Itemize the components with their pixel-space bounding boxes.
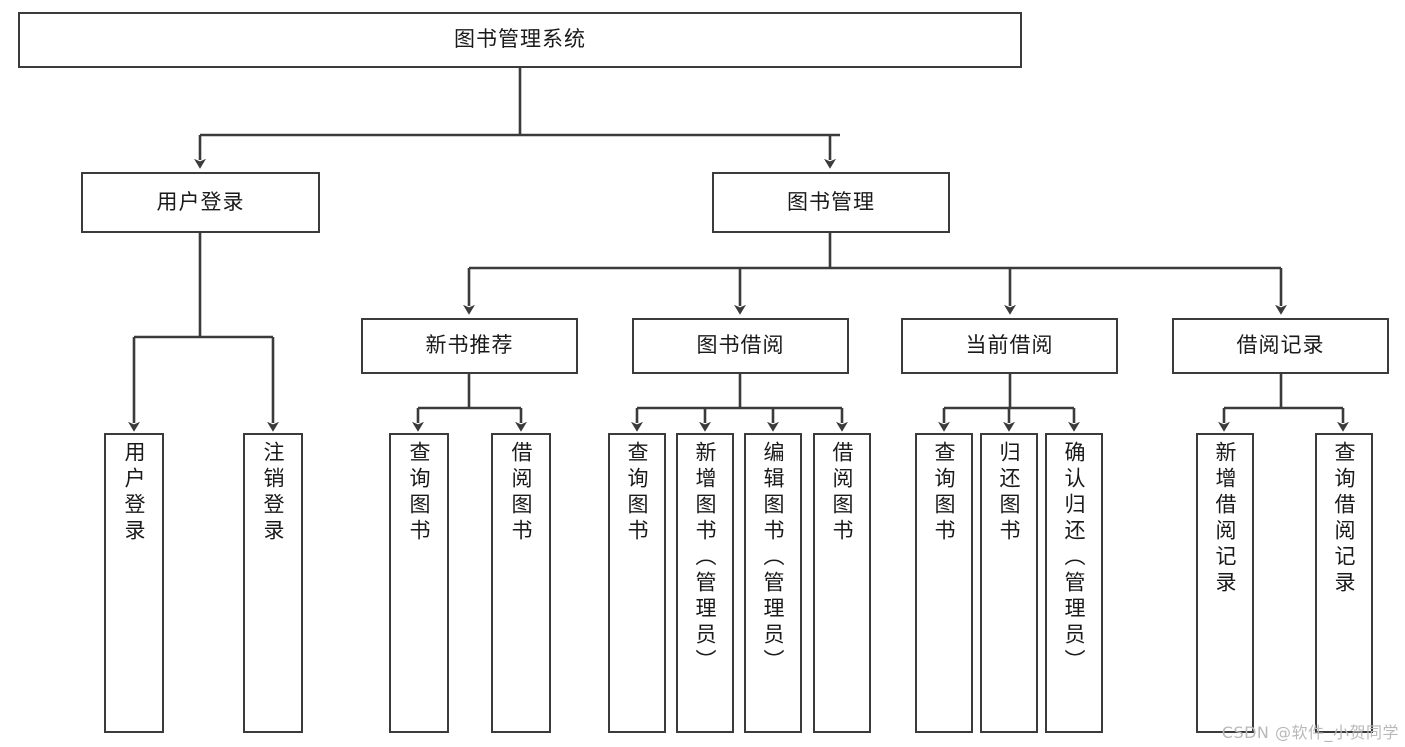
node-root[interactable]: 图书管理系统 (18, 12, 1022, 68)
node-new-book-recommend-label: 新书推荐 (425, 333, 514, 358)
leaf-borrow-record-1-label: 新增借阅记录 (1213, 441, 1238, 597)
node-book-borrow[interactable]: 图书借阅 (632, 318, 849, 374)
leaf-book-borrow-2-label: 新增图书（管理员） (693, 441, 718, 675)
leaf-current-borrow-3-label: 确认归还（管理员） (1062, 441, 1087, 675)
node-current-borrow[interactable]: 当前借阅 (901, 318, 1118, 374)
leaf-book-borrow-1-label: 查询图书 (625, 441, 650, 545)
leaf-borrow-record-1[interactable]: 新增借阅记录 (1196, 433, 1254, 733)
node-book-manage[interactable]: 图书管理 (712, 172, 950, 233)
node-current-borrow-label: 当前借阅 (965, 333, 1054, 358)
leaf-book-borrow-1[interactable]: 查询图书 (608, 433, 666, 733)
node-borrow-record-label: 借阅记录 (1236, 333, 1325, 358)
leaf-borrow-record-2-label: 查询借阅记录 (1332, 441, 1357, 597)
node-user-login[interactable]: 用户登录 (81, 172, 320, 233)
leaf-user-login-1-label: 用户登录 (122, 441, 147, 545)
leaf-book-borrow-4[interactable]: 借阅图书 (813, 433, 871, 733)
leaf-new-book-2[interactable]: 借阅图书 (491, 433, 551, 733)
leaf-current-borrow-2-label: 归还图书 (997, 441, 1022, 545)
leaf-user-login-1[interactable]: 用户登录 (104, 433, 164, 733)
watermark: CSDN @软件_小贺同学 (1221, 723, 1399, 742)
node-book-manage-label: 图书管理 (787, 189, 875, 214)
leaf-book-borrow-3-label: 编辑图书（管理员） (761, 441, 786, 675)
leaf-book-borrow-4-label: 借阅图书 (830, 441, 855, 545)
node-new-book-recommend[interactable]: 新书推荐 (361, 318, 578, 374)
node-book-borrow-label: 图书借阅 (696, 333, 785, 358)
leaf-book-borrow-3[interactable]: 编辑图书（管理员） (744, 433, 802, 733)
leaf-current-borrow-3[interactable]: 确认归还（管理员） (1045, 433, 1103, 733)
leaf-new-book-1[interactable]: 查询图书 (389, 433, 449, 733)
leaf-borrow-record-2[interactable]: 查询借阅记录 (1315, 433, 1373, 733)
leaf-user-login-2[interactable]: 注销登录 (243, 433, 303, 733)
leaf-current-borrow-2[interactable]: 归还图书 (980, 433, 1038, 733)
node-borrow-record[interactable]: 借阅记录 (1172, 318, 1389, 374)
leaf-new-book-1-label: 查询图书 (407, 441, 432, 545)
leaf-user-login-2-label: 注销登录 (261, 441, 286, 545)
leaf-new-book-2-label: 借阅图书 (509, 441, 534, 545)
node-root-label: 图书管理系统 (454, 27, 586, 52)
leaf-current-borrow-1[interactable]: 查询图书 (915, 433, 973, 733)
leaf-book-borrow-2[interactable]: 新增图书（管理员） (676, 433, 734, 733)
leaf-current-borrow-1-label: 查询图书 (932, 441, 957, 545)
node-user-login-label: 用户登录 (156, 189, 245, 214)
